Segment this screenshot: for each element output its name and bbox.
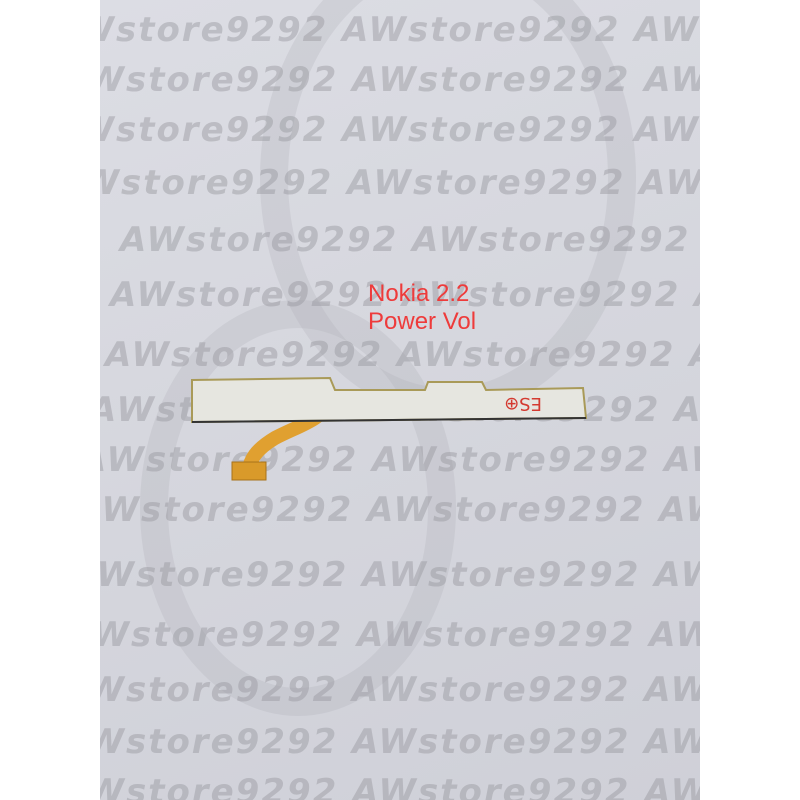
watermark-text: AWstore9292 AWstore9292 AWstore9292 — [100, 163, 700, 203]
watermark-text: AWstore9292 AWstore9292 AWstore9292 — [100, 110, 700, 150]
watermark-text: AWstore9292 AWstore9292 AWstore9292 — [120, 220, 700, 260]
product-label: Nokia 2.2 Power Vol — [368, 280, 476, 336]
watermark-text: AWstore9292 AWstore9292 AWstore9292 — [100, 670, 700, 710]
watermark-text: AWstore9292 AWstore9292 AWstore9292 — [100, 772, 700, 800]
label-part: Power Vol — [368, 308, 477, 335]
watermark-text: AWstore9292 AWstore9292 AWstore9292 — [100, 555, 700, 595]
label-model: Nokia 2.2 — [368, 280, 470, 307]
flex-connector — [231, 461, 267, 481]
watermark-text: AWstore9292 AWstore9292 AWstore9292 — [105, 335, 700, 375]
watermark-text: AWstore9292 AWstore9292 AWstore9292 — [100, 490, 700, 530]
product-photo: AWstore9292 AWstore9292 AWstore9292AWsto… — [100, 0, 700, 800]
watermark-text: AWstore9292 AWstore9292 AWstore9292 — [110, 275, 700, 315]
watermark-text: AWstore9292 AWstore9292 AWstore9292 — [100, 722, 700, 762]
strip-print: ES⊕ — [504, 393, 542, 414]
watermark-text: AWstore9292 AWstore9292 AWstore9292 — [100, 440, 700, 480]
watermark-text: AWstore9292 AWstore9292 AWstore9292 — [100, 615, 700, 655]
watermark-text: AWstore9292 AWstore9292 AWstore9292 — [100, 10, 700, 50]
watermark-text: AWstore9292 AWstore9292 AWstore9292 — [100, 60, 700, 100]
strip-edge — [191, 417, 587, 423]
